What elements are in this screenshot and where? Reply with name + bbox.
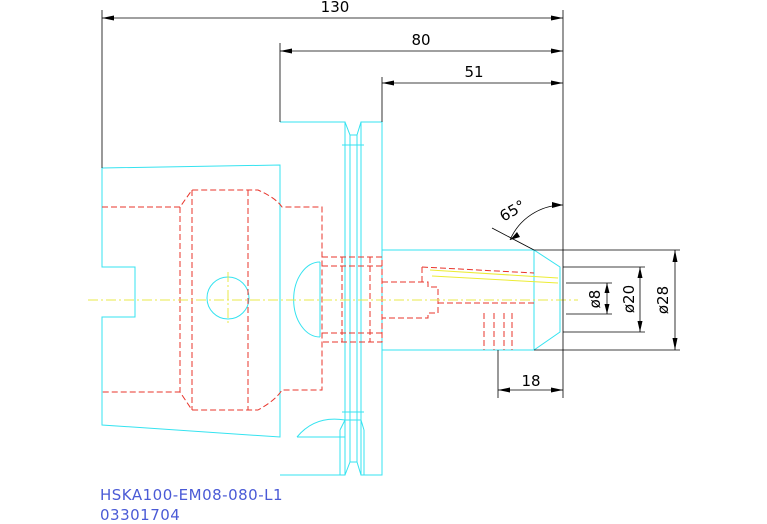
- dim-clamp-diameter: ø20: [620, 285, 638, 313]
- collet-taper-lines: [429, 269, 559, 284]
- dimensions: [101, 10, 680, 398]
- hidden-lines: [102, 189, 535, 411]
- dim-bore-diameter: ø8: [586, 290, 604, 309]
- dim-overall-length: 130: [321, 0, 350, 16]
- dim-nose-diameter: ø28: [654, 286, 672, 314]
- holder-outline: [101, 121, 561, 476]
- dim-gauge-length: 80: [411, 31, 430, 49]
- order-code-label: 03301704: [100, 506, 181, 524]
- dim-nose-length: 18: [521, 372, 540, 390]
- part-number-label: HSKA100-EM08-080-L1: [100, 486, 284, 504]
- dim-projection-length: 51: [464, 63, 483, 81]
